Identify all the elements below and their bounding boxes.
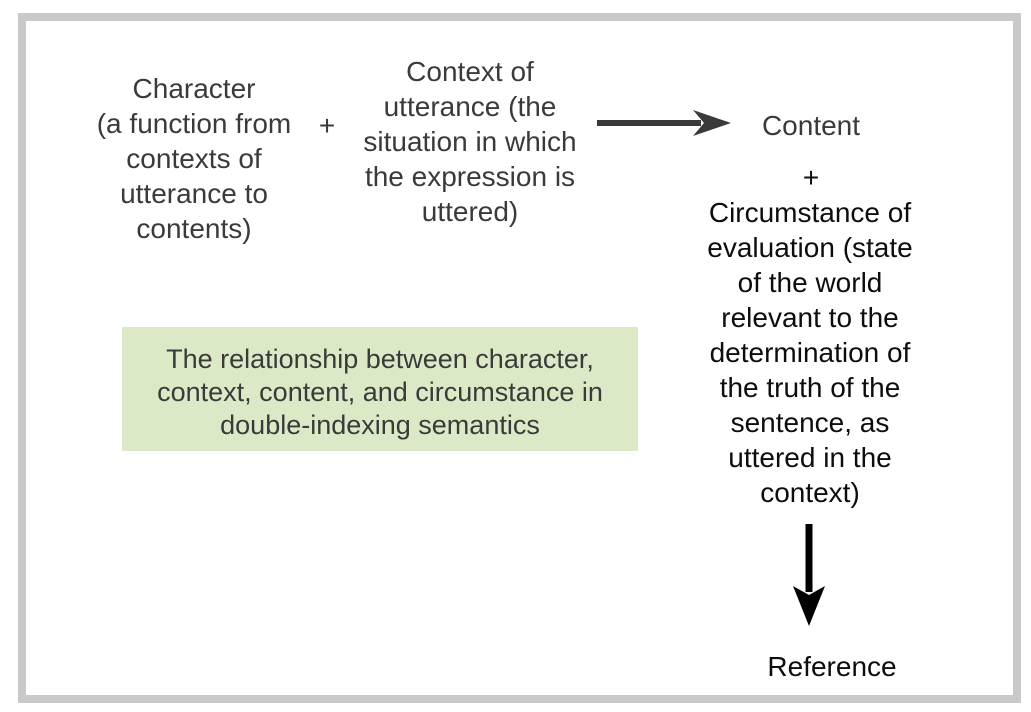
- caption-box: The relationship between character, cont…: [122, 327, 638, 451]
- circumstance-term-text: Circumstance of evaluation (state of the…: [707, 197, 913, 508]
- plus-sign-top: +: [318, 110, 336, 141]
- arrow-right-icon: [597, 109, 731, 137]
- reference-term-text: Reference: [767, 651, 897, 682]
- context-term-text: Context of utterance (the situation in w…: [363, 56, 577, 227]
- character-term-text: Character (a function from contexts of u…: [96, 73, 292, 244]
- arrow-down-icon: [791, 522, 827, 626]
- plus-sign-right: +: [802, 162, 820, 193]
- figure-frame: Character (a function from contexts of u…: [18, 13, 1021, 703]
- caption-text: The relationship between character, cont…: [157, 344, 603, 440]
- content-term-text: Content: [761, 110, 861, 141]
